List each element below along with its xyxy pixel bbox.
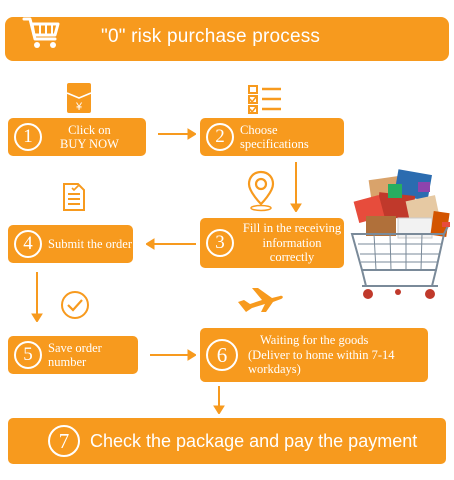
shopping-cart-packages-illustration xyxy=(350,169,450,299)
arrow-left-3-4 xyxy=(146,238,196,250)
step-4-submit-order[interactable]: 4 Submit the order xyxy=(8,225,133,263)
step-3-label-line1: Fill in the receiving xyxy=(242,221,342,236)
step-6-label: Waiting for the goods (Deliver to home w… xyxy=(248,333,395,376)
arrow-down-4-5 xyxy=(31,272,43,322)
step-number-1: 1 xyxy=(14,123,42,151)
step-3-fill-receiving-info[interactable]: 3 Fill in the receiving information corr… xyxy=(200,218,344,268)
yen-symbol: ¥ xyxy=(75,101,83,113)
checkmark-circle-icon xyxy=(61,291,89,319)
arrow-right-1-2 xyxy=(158,128,196,140)
page-title: "0" risk purchase process xyxy=(101,26,321,47)
step-6-waiting-for-goods[interactable]: 6 Waiting for the goods (Deliver to home… xyxy=(200,328,428,382)
step-number-5: 5 xyxy=(14,341,42,369)
arrow-down-2-3 xyxy=(290,162,302,212)
step-7-check-and-pay[interactable]: 7 Check the package and pay the payment xyxy=(8,418,446,464)
step-2-choose-specifications[interactable]: 2 Choose specifications xyxy=(200,118,344,156)
document-icon xyxy=(63,183,85,211)
step-number-7: 7 xyxy=(48,425,80,457)
payment-envelope-icon: ¥ xyxy=(66,83,92,113)
step-number-6: 6 xyxy=(206,339,238,371)
step-number-4: 4 xyxy=(14,230,42,258)
arrow-right-5-6 xyxy=(150,349,196,361)
step-1-label-line1: Click on xyxy=(68,122,111,137)
checklist-icon xyxy=(248,85,281,114)
step-6-label-line1: Waiting for the goods xyxy=(260,333,369,348)
step-6-label-line3: workdays) xyxy=(248,362,301,377)
step-3-label: Fill in the receiving information correc… xyxy=(240,221,344,264)
step-7-label: Check the package and pay the payment xyxy=(90,430,418,451)
step-4-label: Submit the order xyxy=(48,236,133,251)
location-pin-icon xyxy=(247,170,275,212)
step-number-3: 3 xyxy=(206,229,234,257)
step-5-save-order-number[interactable]: 5 Save order number xyxy=(8,336,138,374)
cart-icon xyxy=(22,17,60,48)
step-5-label: Save order number xyxy=(48,340,102,369)
step-1-label: Click on BUY NOW xyxy=(60,123,119,152)
arrow-down-6-7 xyxy=(213,386,225,414)
airplane-icon xyxy=(238,288,283,312)
title-bar: "0" risk purchase process xyxy=(5,17,449,61)
step-3-label-line2: information correctly xyxy=(262,235,322,265)
step-2-label: Choose specifications xyxy=(240,122,309,151)
step-1-label-line2: BUY NOW xyxy=(60,137,119,151)
step-1-click-buy-now[interactable]: 1 Click on BUY NOW xyxy=(8,118,146,156)
step-6-label-line2: (Deliver to home within 7-14 xyxy=(248,347,395,362)
step-number-2: 2 xyxy=(206,123,234,151)
